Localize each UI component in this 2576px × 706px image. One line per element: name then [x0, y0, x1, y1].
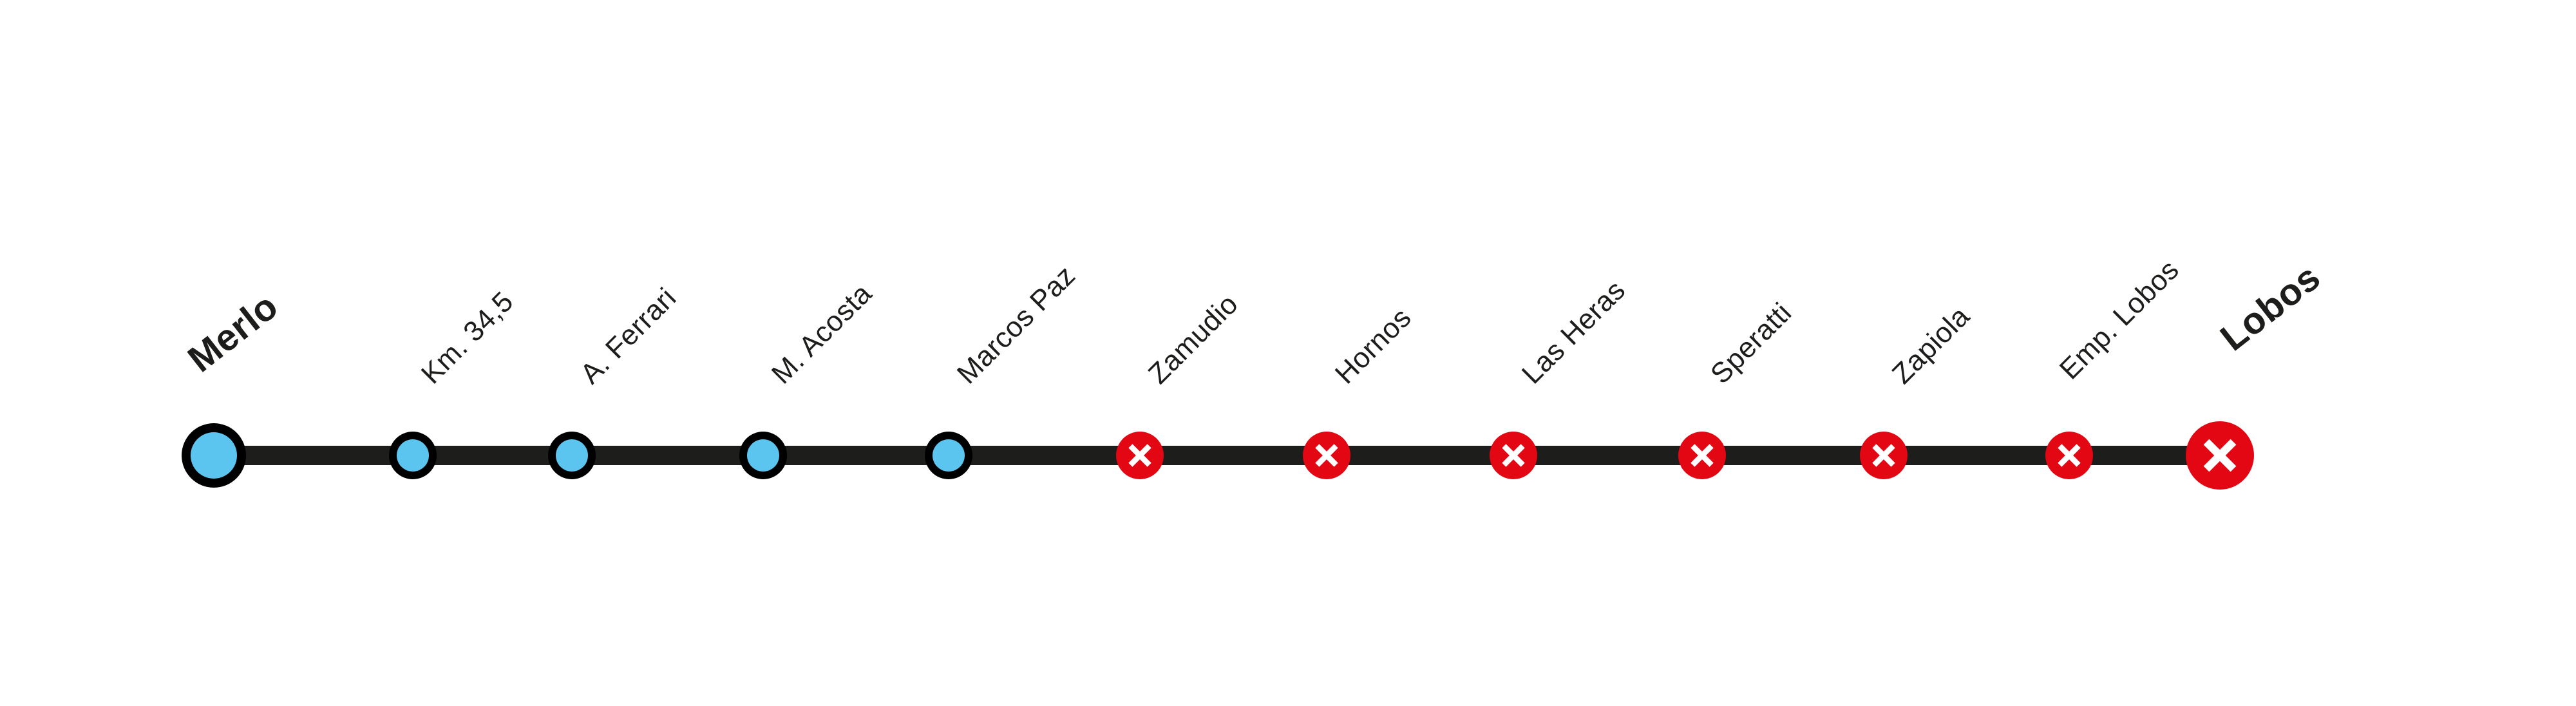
- station-marker-marcos-paz[interactable]: [925, 432, 972, 479]
- station-marker-hornos[interactable]: [1303, 432, 1350, 479]
- station-fill: [397, 439, 429, 472]
- station-marker-merlo[interactable]: [182, 423, 246, 488]
- station-marker-las-heras[interactable]: [1490, 432, 1537, 479]
- cross-icon: [2058, 444, 2081, 467]
- station-markers-group: [182, 421, 2254, 490]
- station-marker-a-ferrari[interactable]: [548, 432, 596, 479]
- cross-icon: [1690, 444, 1714, 467]
- cross-icon: [1128, 444, 1151, 467]
- station-marker-km-34-5[interactable]: [389, 432, 437, 479]
- station-marker-speratti[interactable]: [1678, 432, 1726, 479]
- track-line-segment: [214, 446, 2220, 465]
- station-marker-m-acosta[interactable]: [739, 432, 787, 479]
- station-fill: [191, 432, 237, 479]
- station-marker-lobos[interactable]: [2186, 421, 2254, 490]
- station-fill: [747, 439, 779, 472]
- cross-icon: [1315, 444, 1338, 467]
- station-fill: [556, 439, 588, 472]
- track-line: [214, 446, 2220, 465]
- station-marker-zapiola[interactable]: [1860, 432, 1908, 479]
- station-marker-zamudio[interactable]: [1116, 432, 1164, 479]
- station-marker-emp-lobos[interactable]: [2045, 432, 2093, 479]
- cross-icon: [2203, 439, 2237, 472]
- station-fill: [933, 439, 965, 472]
- cross-icon: [1872, 444, 1895, 467]
- cross-icon: [1502, 444, 1525, 467]
